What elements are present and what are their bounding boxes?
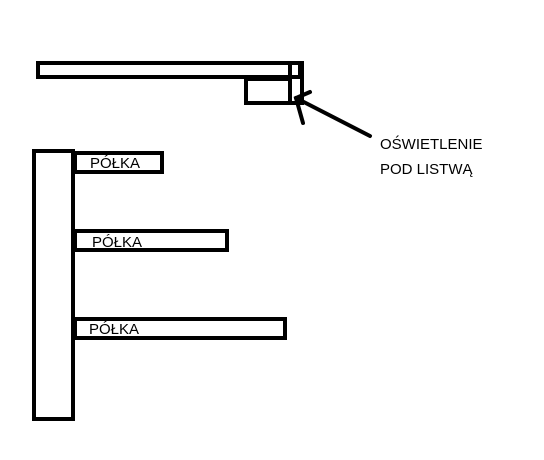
pointer-arrow-head xyxy=(293,90,312,125)
lighting-label-line1: OŚWIETLENIE xyxy=(380,135,483,153)
shelf-2-label: PÓŁKA xyxy=(92,234,142,251)
shelf-3 xyxy=(73,317,287,340)
shelf-3-label: PÓŁKA xyxy=(89,321,139,338)
light-fixture xyxy=(244,77,292,105)
vertical-upright xyxy=(32,149,75,421)
lighting-label-line2: POD LISTWĄ xyxy=(380,161,474,178)
shelf-1-label: PÓŁKA xyxy=(90,155,140,172)
shelf-2 xyxy=(73,229,229,252)
top-molding xyxy=(36,61,302,79)
shelf-1 xyxy=(73,151,164,174)
pointer-arrow-shaft xyxy=(294,96,372,138)
